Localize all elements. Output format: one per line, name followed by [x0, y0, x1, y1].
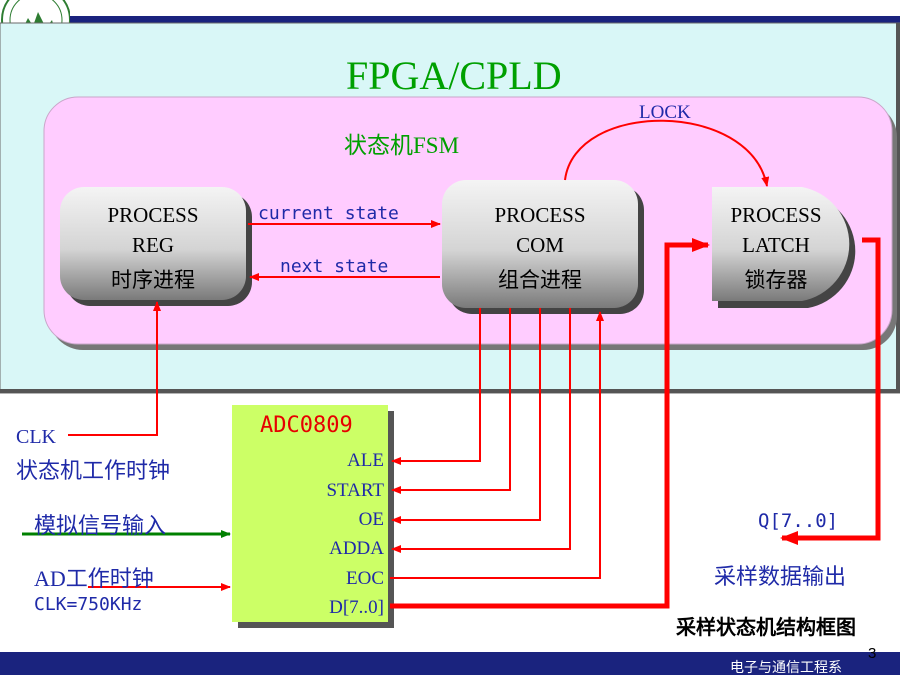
page-number: 3	[868, 645, 877, 662]
adc-title: ADC0809	[260, 413, 353, 438]
header-gap	[70, 0, 900, 16]
reg-box-line1: PROCESS	[107, 203, 199, 227]
latch-process-box	[712, 187, 850, 301]
oe-line	[391, 308, 541, 524]
start-line	[391, 308, 511, 494]
figure-caption: 采样状态机结构框图	[676, 617, 856, 639]
footer-text: 电子与通信工程系	[730, 659, 842, 675]
clk-description: 状态机工作时钟	[16, 458, 171, 483]
latch-box-line1: PROCESS	[730, 203, 822, 227]
com-box-line1: PROCESS	[494, 203, 586, 227]
q-output-description: 采样数据输出	[714, 564, 847, 589]
q-output-label: Q[7..0]	[758, 510, 839, 532]
com-box-line2: COM	[516, 233, 564, 257]
adc-pin-adda: ADDA	[329, 538, 384, 559]
next-state-label: next state	[280, 256, 389, 277]
reg-box-line2: REG	[132, 233, 174, 257]
data-bus-arrow	[390, 238, 710, 609]
adc-pin-ale: ALE	[347, 450, 384, 471]
footer-bar	[0, 652, 900, 675]
analog-input-label: 模拟信号输入	[34, 513, 167, 538]
latch-box-line3: 锁存器	[744, 268, 808, 292]
ale-line	[391, 308, 481, 465]
reg-process-box	[60, 187, 246, 300]
adda-line	[391, 308, 571, 553]
eoc-line	[390, 311, 604, 579]
q-output-arrow	[780, 237, 881, 545]
lock-label: LOCK	[639, 102, 691, 123]
adc-pin-start: START	[326, 480, 384, 501]
com-process-box	[442, 180, 638, 308]
current-state-label: current state	[258, 203, 399, 224]
fpga-title: FPGA/CPLD	[346, 53, 562, 98]
lock-arrow	[564, 119, 770, 187]
ad-clk-label: AD工作时钟	[34, 566, 154, 591]
fsm-clk-arrow	[68, 301, 161, 436]
adc-pin-eoc: EOC	[346, 568, 384, 589]
adc-pin-oe: OE	[358, 509, 384, 530]
reg-box-line3: 时序进程	[111, 268, 195, 292]
adc-pin-data: D[7..0]	[329, 597, 384, 618]
fpga-region-shadow-bottom	[0, 389, 900, 393]
fsm-title: 状态机FSM	[344, 133, 460, 158]
ad-clk-frequency: CLK=750KHz	[34, 594, 143, 615]
header-bar	[70, 16, 900, 23]
com-box-line3: 组合进程	[498, 268, 582, 292]
clk-label: CLK	[16, 426, 56, 448]
latch-box-line2: LATCH	[742, 233, 810, 257]
fpga-region-shadow	[896, 23, 900, 393]
adc-block	[232, 405, 388, 622]
